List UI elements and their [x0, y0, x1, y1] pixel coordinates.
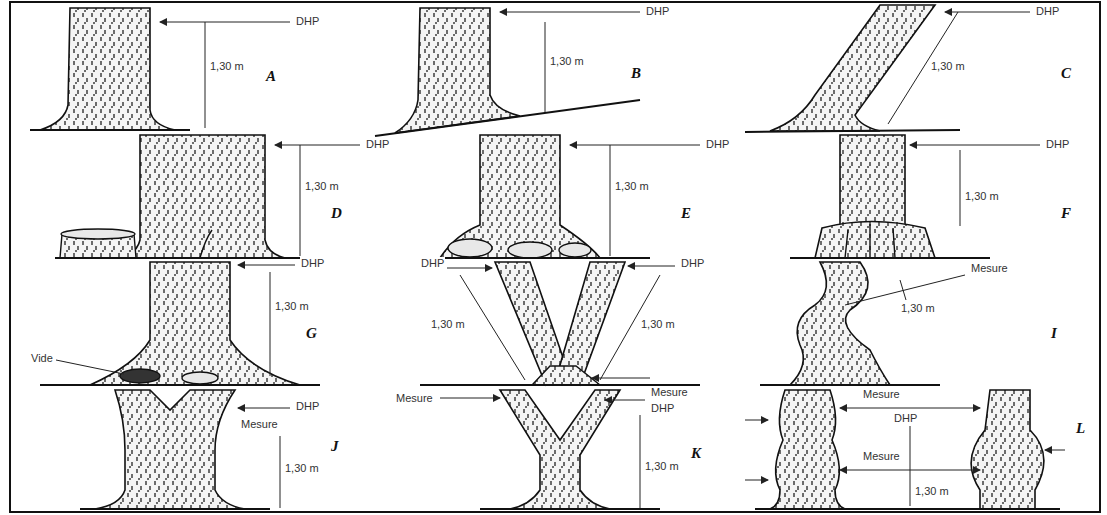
measure-label: Mesure [862, 450, 901, 463]
measure-lines [56, 12, 1065, 508]
measure-label: Mesure [650, 386, 689, 399]
panel-letter: D [330, 205, 343, 222]
measure-label: 1,30 m [900, 302, 936, 315]
panel-letter: K [690, 445, 702, 462]
measure-label: DHP [1035, 5, 1060, 18]
measure-label: DHP [295, 15, 320, 28]
measure-label: DHP [650, 402, 675, 415]
tree-trunks [40, 5, 1044, 509]
measure-label: 1,30 m [614, 180, 650, 193]
measure-label: 1,30 m [914, 485, 950, 498]
panel-letter: B [630, 65, 642, 82]
measure-label: DHP [295, 400, 320, 413]
measure-label: 1,30 m [209, 60, 245, 73]
measure-label: Mesure [395, 392, 434, 405]
measure-label: DHP [365, 138, 390, 151]
measure-label: 1,30 m [430, 318, 466, 331]
measure-label: DHP [705, 138, 730, 151]
ground-lines [30, 100, 1060, 509]
measure-label: Vide [30, 352, 54, 365]
measure-label: DHP [680, 257, 705, 270]
measure-label: 1,30 m [284, 462, 320, 475]
panel-letter: E [680, 205, 692, 222]
measure-label: Mesure [970, 262, 1009, 275]
measure-label: DHP [300, 257, 325, 270]
panel-letter: G [305, 325, 318, 342]
measure-label: 1,30 m [964, 190, 1000, 203]
panel-letter: J [330, 438, 340, 455]
measure-label: Mesure [862, 388, 901, 401]
panel-letter: L [1075, 420, 1086, 437]
measure-label: 1,30 m [274, 300, 310, 313]
stump-and-roots [60, 224, 895, 385]
panel-letter: C [1060, 65, 1072, 82]
measure-label: 1,30 m [644, 460, 680, 473]
panel-letter: I [1050, 325, 1058, 342]
panel-letter: A [265, 68, 277, 85]
frame [10, 2, 1100, 512]
measure-label: 1,30 m [549, 55, 585, 68]
measure-label: 1,30 m [304, 180, 340, 193]
measure-label: DHP [1045, 138, 1070, 151]
measure-label: DHP [893, 412, 918, 425]
measure-label: DHP [420, 257, 445, 270]
measure-label: 1,30 m [930, 60, 966, 73]
measure-label: Mesure [240, 418, 279, 431]
panel-letter: F [1060, 205, 1072, 222]
measure-label: DHP [645, 5, 670, 18]
measure-label: 1,30 m [640, 318, 676, 331]
